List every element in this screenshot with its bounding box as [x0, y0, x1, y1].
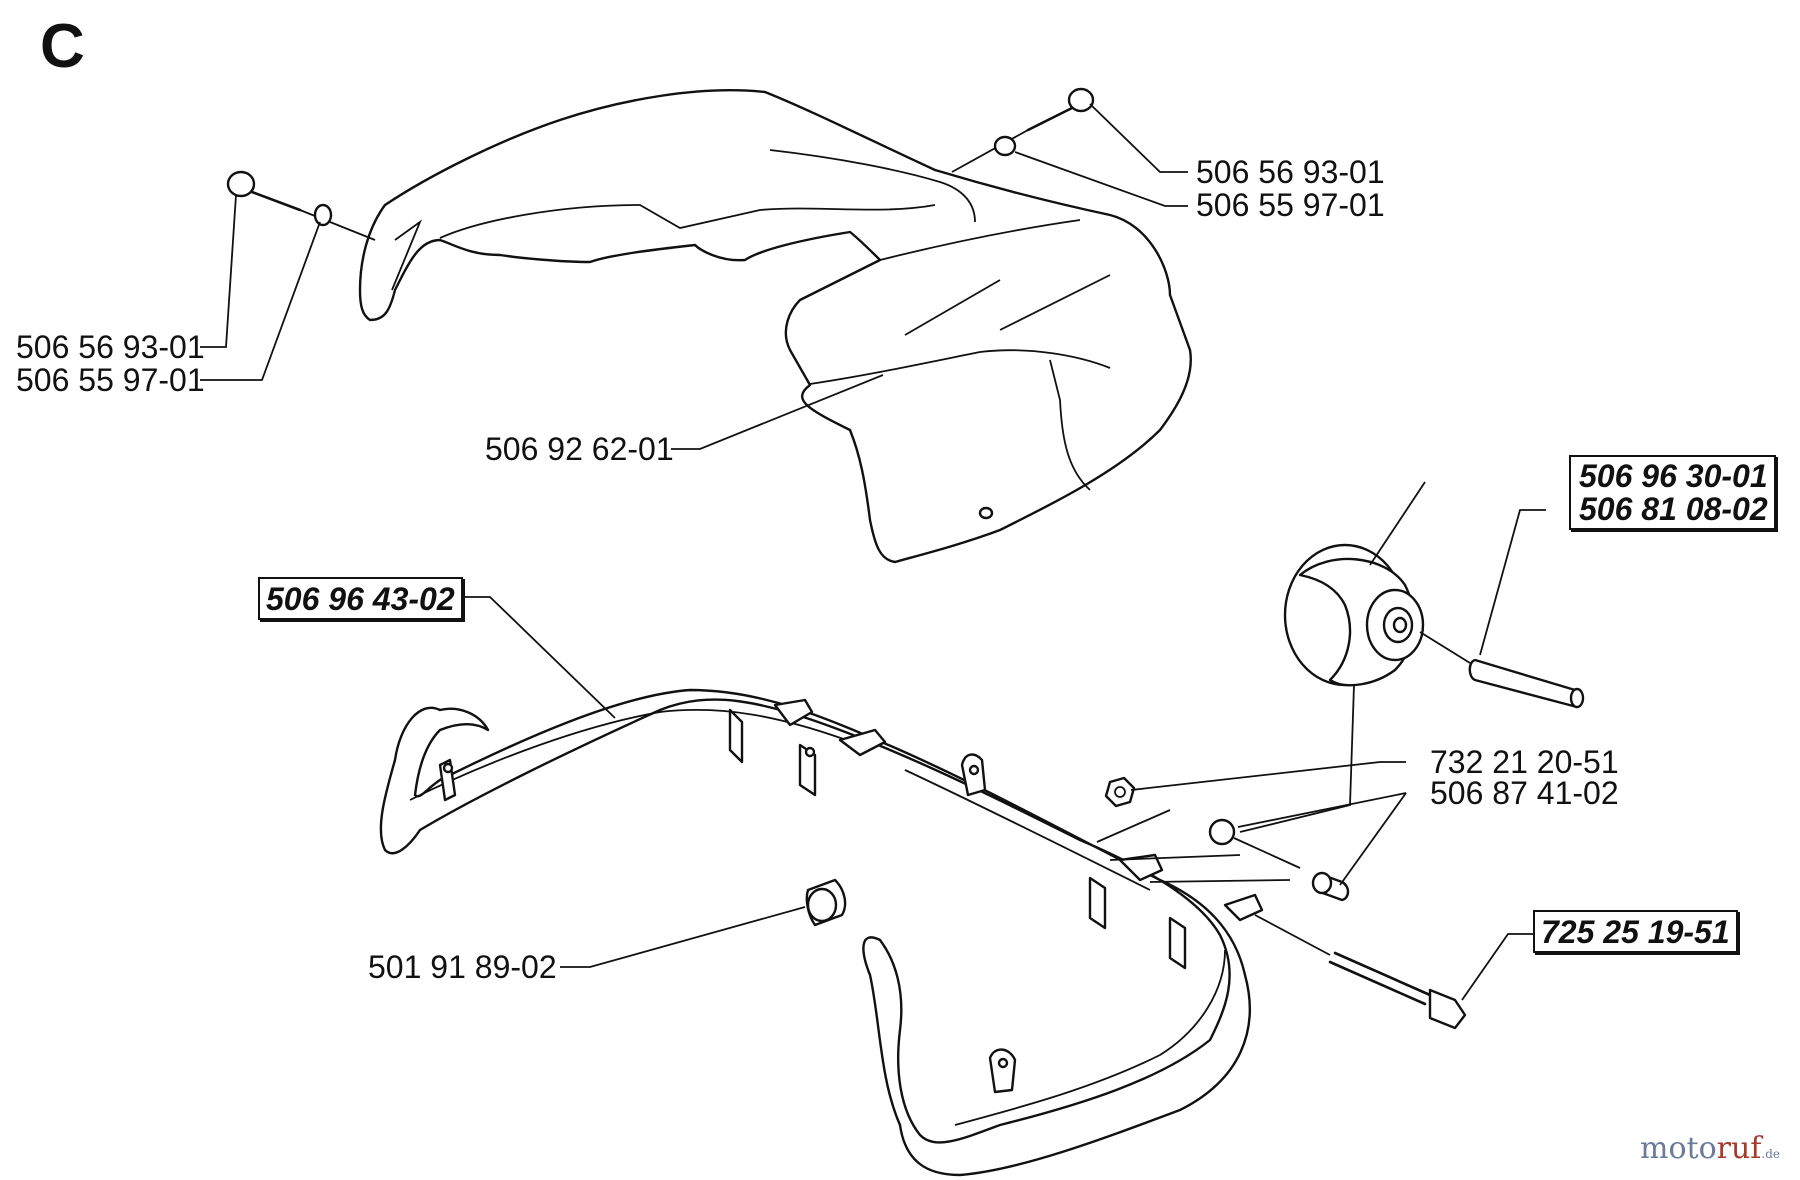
screw-top-right: [951, 87, 1095, 173]
watermark-part1: moto: [1640, 1131, 1717, 1166]
label-nut: 732 21 20-51: [1430, 744, 1619, 780]
label-washer-top-right: 506 55 97-01: [1196, 187, 1385, 223]
spacer-part-1: [1208, 818, 1301, 869]
leader-lines: [200, 103, 1546, 1001]
label-bushing: 501 91 89-02: [368, 949, 557, 985]
label-washer-left: 506 55 97-01: [16, 362, 205, 398]
section-letter: C: [40, 12, 85, 81]
label-bolt: 725 25 19-51: [1533, 910, 1738, 953]
label-screw-top-right: 506 56 93-01: [1196, 154, 1385, 190]
label-spacer: 506 87 41-02: [1430, 775, 1619, 811]
label-bumper-frame: 506 96 43-02: [258, 577, 463, 620]
wheel-part: [1283, 543, 1425, 687]
axle-pin-part: [1419, 631, 1585, 709]
washer-left: [313, 203, 333, 227]
bumper-frame-part: [379, 688, 1264, 1177]
label-cover: 506 92 62-01: [485, 431, 674, 467]
bolt-part: [1254, 914, 1467, 1030]
label-wheel-box: 506 96 30-01 506 81 08-02: [1569, 455, 1776, 530]
watermark-suffix: .de: [1761, 1147, 1781, 1161]
watermark-logo: motoruf.de: [1640, 1134, 1780, 1164]
nut-part: [1104, 776, 1136, 808]
washer-top-right: [993, 135, 1017, 157]
spacer-part-2: [1311, 871, 1350, 902]
label-screw-left: 506 56 93-01: [16, 329, 205, 365]
screw-left: [226, 170, 376, 241]
label-wheel-b: 506 81 08-02: [1579, 491, 1768, 527]
watermark-part2: ruf: [1716, 1131, 1762, 1166]
label-wheel-a: 506 96 30-01: [1579, 458, 1768, 494]
cover-part: [358, 89, 1192, 564]
bushing-part: [805, 878, 847, 927]
assembly-lines: [1096, 809, 1291, 883]
